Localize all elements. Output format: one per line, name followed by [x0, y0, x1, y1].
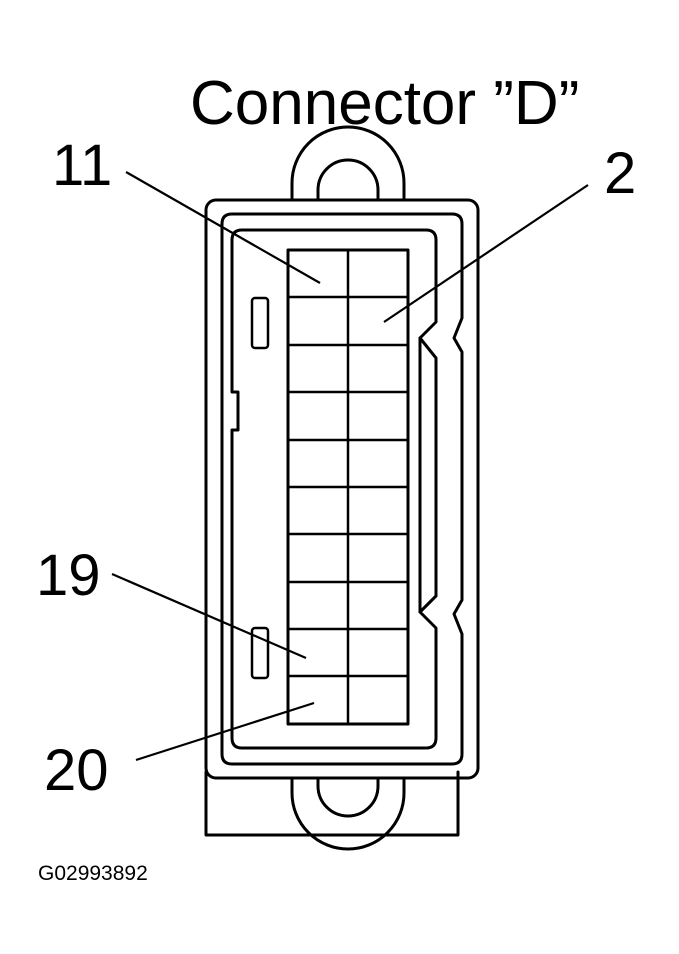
leader-line-19 [111, 572, 307, 660]
connector-housing [204, 198, 480, 780]
connector-title: Connector ”D” [190, 69, 579, 138]
figure-code: G02993892 [38, 862, 148, 885]
pin-grid [286, 248, 410, 726]
pin-label-2: 2 [604, 141, 636, 206]
upper-key-slot [250, 296, 270, 350]
leader-line-11 [125, 171, 321, 284]
lower-key-slot [250, 626, 270, 680]
pin-label-20: 20 [44, 738, 109, 803]
bottom-mounting-ear [204, 770, 460, 851]
leader-line-2 [383, 184, 589, 323]
leader-line-20 [135, 701, 315, 762]
top-mounting-ear [290, 125, 406, 202]
pin-label-19: 19 [36, 543, 101, 608]
pin-label-11: 11 [52, 133, 112, 198]
